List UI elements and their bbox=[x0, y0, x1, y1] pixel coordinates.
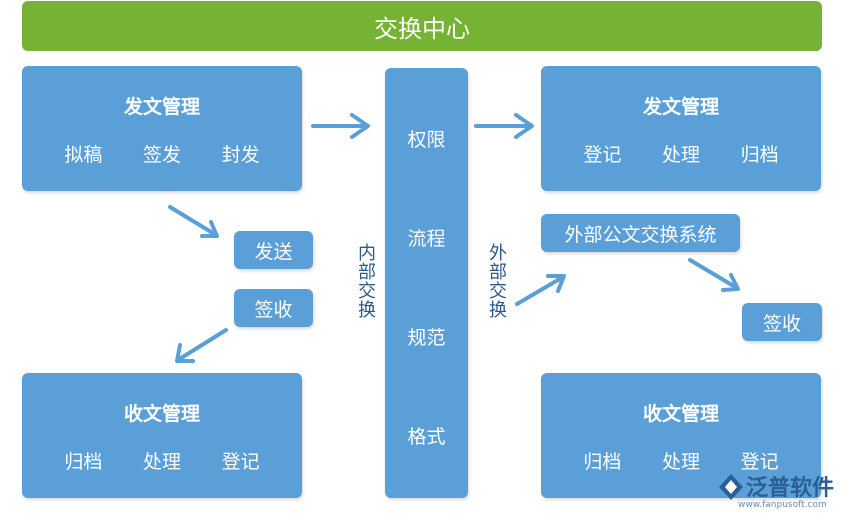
center-item-standard: 规范 bbox=[407, 327, 446, 349]
incoming-doc-management-right: 收文管理 归档 处理 登记 bbox=[541, 373, 821, 498]
box-title: 收文管理 bbox=[123, 403, 200, 425]
external-exchange-label: 外部交换 bbox=[486, 243, 507, 319]
item-sign: 签发 bbox=[142, 144, 181, 166]
external-system-label: 外部公文交换系统 bbox=[564, 223, 717, 246]
logo-name: 泛普软件 bbox=[746, 476, 835, 501]
item-process: 处理 bbox=[661, 451, 700, 473]
item-process: 处理 bbox=[661, 144, 700, 166]
external-exchange-system-box: 外部公文交换系统 bbox=[541, 214, 740, 252]
item-register: 登记 bbox=[583, 144, 622, 166]
internal-exchange-label: 内部交换 bbox=[355, 243, 376, 319]
arrow-up-right-icon bbox=[515, 274, 566, 306]
outgoing-doc-management-left: 发文管理 拟稿 签发 封发 bbox=[22, 66, 302, 191]
center-rules-bar: 权限 流程 规范 格式 bbox=[385, 68, 468, 498]
receive-label: 签收 bbox=[762, 312, 801, 335]
item-archive: 归档 bbox=[64, 451, 103, 473]
item-process: 处理 bbox=[142, 451, 181, 473]
item-draft: 拟稿 bbox=[64, 144, 103, 166]
center-item-format: 格式 bbox=[407, 426, 446, 448]
center-item-workflow: 流程 bbox=[407, 228, 446, 250]
item-register: 登记 bbox=[740, 451, 779, 473]
header-title: 交换中心 bbox=[374, 14, 470, 43]
logo-mark-icon bbox=[719, 474, 743, 500]
box-title: 发文管理 bbox=[123, 96, 200, 118]
arrow-right-icon bbox=[311, 113, 370, 139]
fanpu-software-logo: 泛普软件 www.fanpusoft.com bbox=[716, 470, 841, 516]
item-archive: 归档 bbox=[740, 144, 779, 166]
exchange-center-header: 交换中心 bbox=[22, 1, 822, 51]
incoming-doc-management-left: 收文管理 归档 处理 登记 bbox=[22, 373, 302, 498]
send-label: 发送 bbox=[254, 240, 293, 263]
item-register: 登记 bbox=[221, 451, 260, 473]
arrow-down-right-icon bbox=[168, 205, 219, 238]
arrow-down-left-icon bbox=[175, 328, 228, 363]
center-item-permission: 权限 bbox=[407, 129, 446, 151]
receive-box-left: 签收 bbox=[234, 289, 313, 327]
arrow-down-right-icon bbox=[688, 258, 740, 292]
receive-label: 签收 bbox=[254, 298, 293, 321]
send-box: 发送 bbox=[234, 231, 313, 269]
box-title: 收文管理 bbox=[642, 403, 719, 425]
item-archive: 归档 bbox=[583, 451, 622, 473]
receive-box-right: 签收 bbox=[742, 303, 822, 341]
arrow-right-icon bbox=[474, 113, 534, 139]
logo-url: www.fanpusoft.com bbox=[738, 500, 827, 510]
box-title: 发文管理 bbox=[642, 96, 719, 118]
outgoing-doc-management-right: 发文管理 登记 处理 归档 bbox=[541, 66, 821, 191]
item-seal: 封发 bbox=[221, 144, 260, 166]
